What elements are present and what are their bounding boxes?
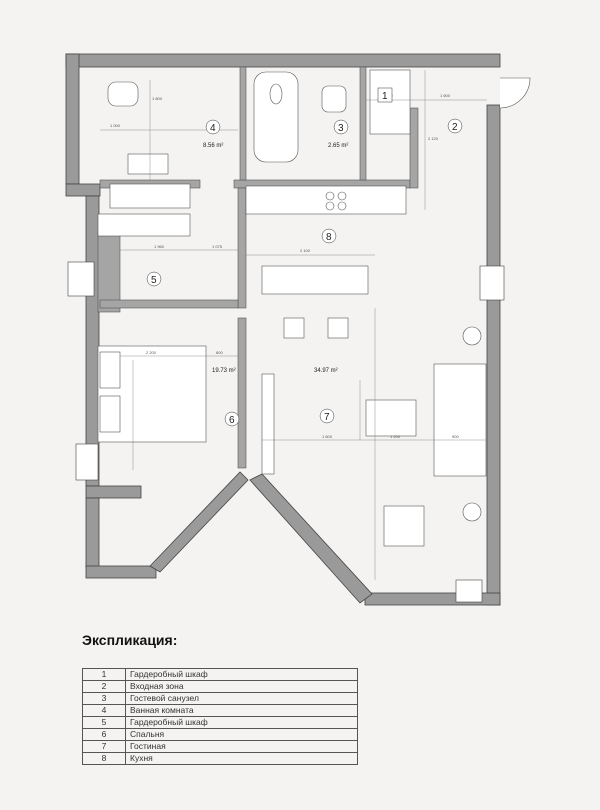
legend-name: Спальня	[125, 728, 358, 741]
room-6-area: 19.73 m²	[212, 368, 236, 374]
legend-name: Ванная комната	[125, 704, 358, 717]
legend-name: Гардеробный шкаф	[125, 668, 358, 681]
entrance-door	[499, 77, 531, 109]
sofa	[433, 363, 487, 477]
dim-label: 1 600	[440, 93, 451, 98]
dim-label: 2 200	[146, 350, 157, 355]
island	[261, 265, 369, 295]
room-7-area: 34.97 m²	[314, 368, 338, 374]
legend-name: Гардеробный шкаф	[125, 716, 358, 729]
toilet	[107, 81, 139, 107]
room-4-area: 8.56 m²	[203, 143, 223, 149]
dim-label: 1 800	[152, 96, 163, 101]
legend-number: 1	[82, 668, 126, 681]
room-6-number: 6	[229, 415, 235, 426]
outer-walls	[65, 53, 501, 606]
legend-number: 5	[82, 716, 126, 729]
room-2-number: 2	[452, 122, 458, 133]
dim-label: 800	[216, 350, 223, 355]
room-4-number: 4	[210, 123, 216, 134]
legend-number: 8	[82, 752, 126, 765]
dim-label: 2 120	[428, 136, 439, 141]
legend-number: 2	[82, 680, 126, 693]
room-3-number: 3	[338, 123, 344, 134]
room-markers	[146, 87, 463, 427]
dim-label: 1 600	[322, 434, 333, 439]
dim-label: 1 000	[110, 123, 121, 128]
guest-toilet	[321, 85, 347, 113]
tv-unit	[261, 373, 275, 475]
legend-number: 7	[82, 740, 126, 753]
room-8-number: 8	[326, 232, 332, 243]
legend-number: 6	[82, 728, 126, 741]
legend-name: Гостевой санузел	[125, 692, 358, 705]
legend-number: 3	[82, 692, 126, 705]
legend-number: 4	[82, 704, 126, 717]
kitchen-counter	[245, 185, 407, 215]
dim-label: 900	[452, 434, 459, 439]
windows	[67, 261, 505, 603]
dim-label: 1 200	[390, 434, 401, 439]
legend-name: Кухня	[125, 752, 358, 765]
room-1-number: 1	[382, 91, 388, 102]
legend-name: Гостиная	[125, 740, 358, 753]
sink	[127, 153, 169, 175]
dim-label: 1 960	[154, 244, 165, 249]
room-5-number: 5	[151, 275, 157, 286]
dim-label: 2 100	[300, 248, 311, 253]
fixtures	[97, 69, 487, 547]
room-3-area: 2.65 m²	[328, 143, 348, 149]
bathtub	[253, 71, 299, 163]
legend-name: Входная зона	[125, 680, 358, 693]
dim-label: 1 075	[212, 244, 223, 249]
room-7-number: 7	[324, 412, 330, 423]
floor-plan: 1 000 1 800 1 600 900 2 120 1 960 1 075 …	[65, 53, 531, 606]
legend-title: Экспликация:	[82, 632, 178, 648]
wardrobe-5	[97, 213, 191, 237]
